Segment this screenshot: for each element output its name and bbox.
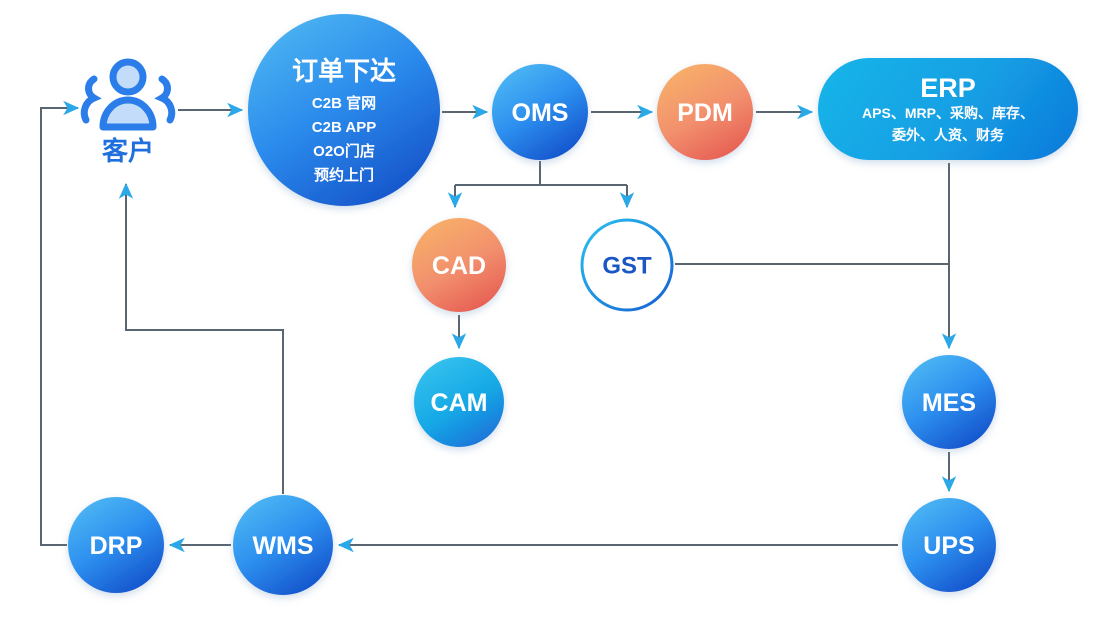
node-gst[interactable]: GST [580, 218, 674, 312]
node-customer[interactable]: 客户 [80, 58, 176, 166]
node-oms-shape[interactable] [492, 64, 588, 160]
edge-oms-split-trunk [455, 161, 627, 186]
node-order[interactable]: 订单下达 C2B 官网 C2B APP O2O门店 预约上门 [248, 14, 440, 206]
node-ups-label: UPS [923, 532, 974, 560]
node-erp-subline-2: 委外、人资、财务 [891, 127, 1005, 143]
node-erp-title: ERP [920, 73, 976, 103]
node-pdm-label: PDM [677, 99, 733, 127]
node-erp[interactable]: ERP APS、MRP、采购、库存、 委外、人资、财务 [818, 58, 1078, 160]
edge-drp-customer [40, 100, 80, 546]
node-drp-label: DRP [90, 532, 143, 560]
node-order-shape[interactable] [248, 14, 440, 206]
node-drp-shape[interactable] [68, 497, 164, 593]
node-order-subline-1: C2B 官网 [312, 94, 376, 112]
node-ups[interactable]: UPS [902, 498, 996, 592]
node-cam-label: CAM [431, 389, 488, 417]
node-cam-shape[interactable] [414, 357, 504, 447]
node-cam[interactable]: CAM [414, 357, 504, 447]
node-cad-shape[interactable] [412, 218, 506, 312]
node-mes-label: MES [922, 389, 976, 417]
node-mes[interactable]: MES [902, 355, 996, 449]
node-pdm-shape[interactable] [657, 64, 753, 160]
node-order-subline-4: 预约上门 [314, 166, 374, 184]
node-wms-shape[interactable] [233, 495, 333, 595]
users-group-icon [80, 58, 176, 131]
node-wms-label: WMS [252, 532, 313, 560]
node-wms[interactable]: WMS [233, 495, 333, 595]
node-mes-shape[interactable] [902, 355, 996, 449]
edge-wms-customer [118, 182, 284, 494]
node-gst-label: GST [602, 253, 652, 280]
node-oms-label: OMS [512, 99, 569, 127]
node-gst-shape[interactable] [580, 218, 674, 312]
node-order-title: 订单下达 [292, 56, 396, 86]
node-ups-shape[interactable] [902, 498, 996, 592]
node-cad[interactable]: CAD [412, 218, 506, 312]
node-cad-label: CAD [432, 252, 486, 280]
node-oms[interactable]: OMS [492, 64, 588, 160]
customer-label: 客户 [102, 136, 154, 166]
node-drp[interactable]: DRP [68, 497, 164, 593]
node-order-subline-2: C2B APP [312, 119, 376, 136]
node-erp-subline-1: APS、MRP、采购、库存、 [862, 105, 1034, 121]
node-order-subline-3: O2O门店 [313, 142, 375, 160]
node-erp-shape[interactable] [818, 58, 1078, 160]
node-pdm[interactable]: PDM [657, 64, 753, 160]
connector-layer [40, 100, 957, 553]
